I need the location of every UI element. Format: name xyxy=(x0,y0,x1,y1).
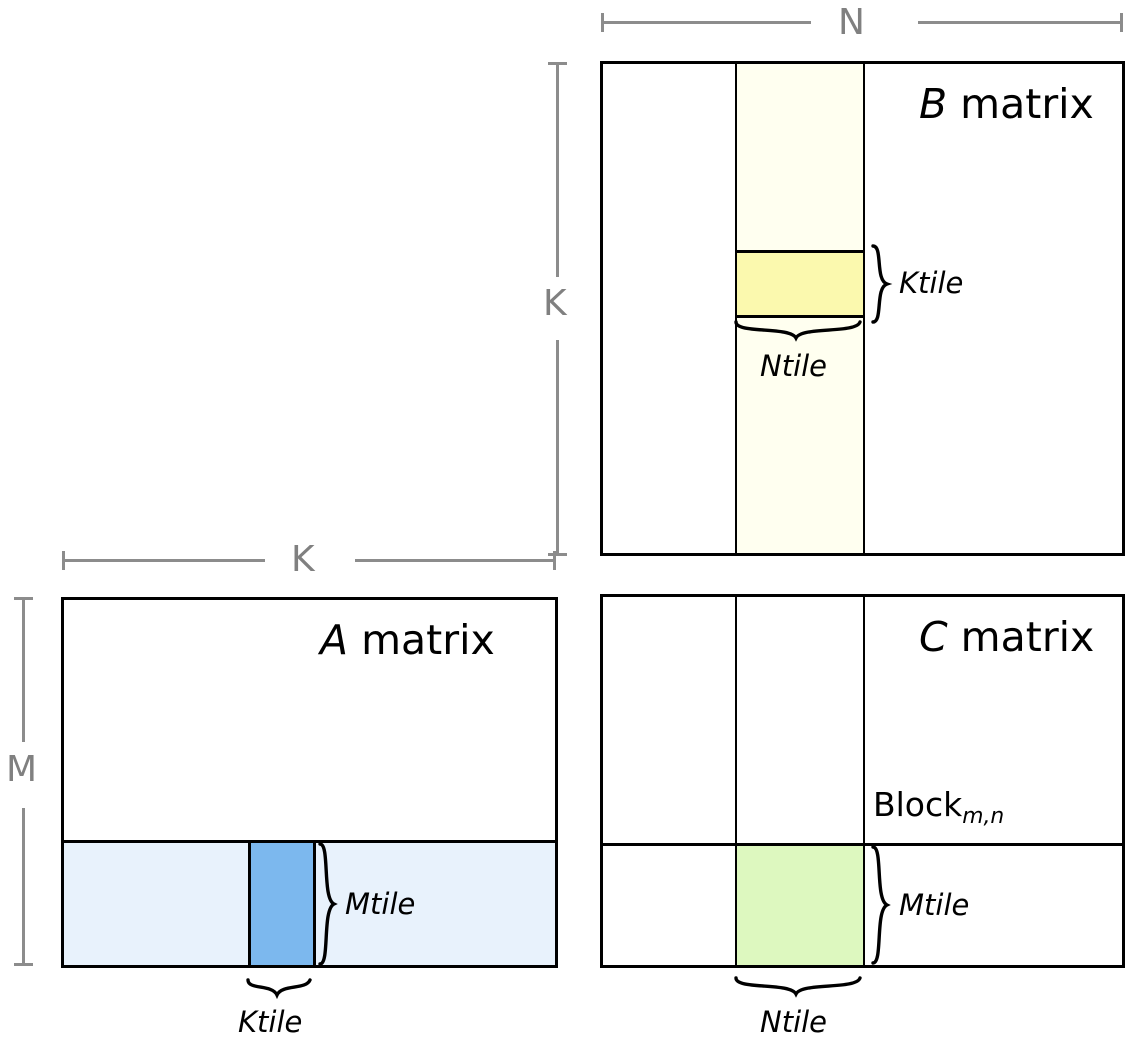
m-dim-cap-bottom xyxy=(14,963,33,966)
m-dim-line-top xyxy=(22,597,25,742)
dim-label-m: M xyxy=(6,749,38,790)
n-dim-line-right xyxy=(918,21,1123,24)
a-matrix-ktile-caption: Ktile xyxy=(238,1005,303,1039)
c-matrix: C matrix Blockm,n xyxy=(600,594,1125,968)
b-matrix-ntile-caption: Ntile xyxy=(760,349,828,383)
a-matrix-label: A matrix xyxy=(320,620,495,661)
a-matrix-gridline-band-top xyxy=(64,840,555,843)
a-matrix-ktile-brace xyxy=(246,978,312,1000)
b-matrix-label-letter: B xyxy=(919,80,948,128)
c-matrix-block-label-base: Block xyxy=(873,785,963,824)
k-horiz-cap-right xyxy=(553,551,556,570)
c-matrix-block-label: Blockm,n xyxy=(873,785,1004,827)
n-dim-line-left xyxy=(601,21,811,24)
b-matrix-ktile-caption: Ktile xyxy=(899,266,964,300)
a-matrix: A matrix xyxy=(61,597,558,968)
c-matrix-active-tile xyxy=(735,843,865,965)
c-matrix-gridline-row xyxy=(603,843,1122,846)
c-matrix-mtile-brace xyxy=(871,845,891,965)
c-matrix-label-word: matrix xyxy=(947,613,1095,661)
a-matrix-active-tile xyxy=(248,840,316,965)
k-vert-cap-bottom xyxy=(548,553,567,556)
a-matrix-mtile-caption: Mtile xyxy=(345,887,416,921)
c-matrix-ntile-caption: Ntile xyxy=(760,1005,828,1039)
b-matrix-ntile-brace xyxy=(734,320,862,342)
dim-label-n: N xyxy=(838,2,865,43)
b-matrix: B matrix xyxy=(600,61,1125,556)
b-matrix-active-tile xyxy=(735,250,865,318)
a-matrix-label-letter: A xyxy=(320,616,349,664)
c-matrix-block-label-subscript: m,n xyxy=(962,803,1005,829)
c-matrix-mtile-caption: Mtile xyxy=(899,888,970,922)
m-dim-line-bottom xyxy=(22,808,25,966)
a-matrix-mtile-brace xyxy=(318,842,338,966)
dim-label-k-vertical: K xyxy=(543,283,567,324)
b-matrix-gridline-right xyxy=(863,64,865,553)
k-vert-line-top xyxy=(556,62,559,277)
k-horiz-line-right xyxy=(355,559,555,562)
a-matrix-label-word: matrix xyxy=(348,616,495,664)
b-matrix-gridline-left xyxy=(735,64,737,553)
c-matrix-label-letter: C xyxy=(919,613,948,661)
c-matrix-label: C matrix xyxy=(919,617,1094,658)
b-matrix-label: B matrix xyxy=(919,84,1094,125)
b-matrix-label-word: matrix xyxy=(947,80,1094,128)
k-vert-line-bottom xyxy=(556,340,559,556)
dim-label-k-horizontal: K xyxy=(291,539,315,580)
c-matrix-gridline-v2 xyxy=(863,597,865,965)
n-dim-cap-right xyxy=(1120,13,1123,32)
b-matrix-ktile-brace xyxy=(871,244,893,324)
c-matrix-gridline-v1 xyxy=(735,597,737,965)
c-matrix-ntile-brace xyxy=(734,976,862,998)
k-horiz-line-left xyxy=(62,559,265,562)
